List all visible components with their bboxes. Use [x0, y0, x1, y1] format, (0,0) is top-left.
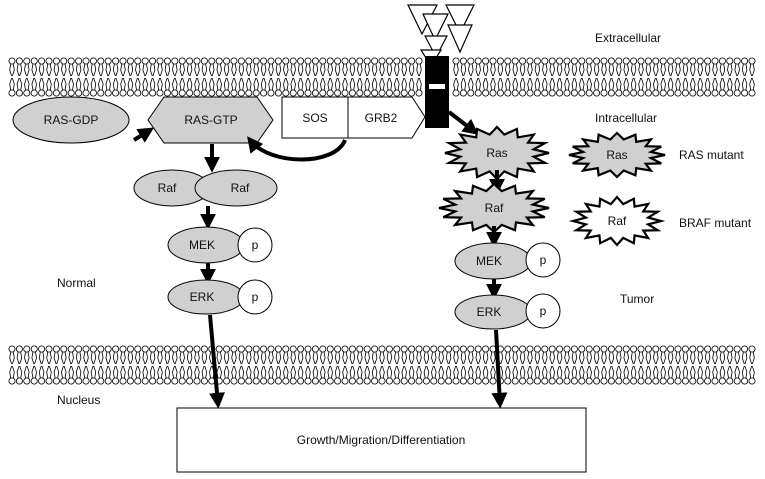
- nucleus-label: Nucleus: [57, 393, 100, 407]
- sos-label: SOS: [302, 111, 327, 125]
- tumor-ras-node: [444, 125, 550, 181]
- braf-mutant-caption: BRAF mutant: [679, 216, 752, 230]
- tumor-mek-phospho-circle: [525, 242, 561, 278]
- tumor-erk-phospho-label: p: [540, 304, 547, 318]
- outcome-label: Growth/Migration/Differentiation: [297, 433, 466, 447]
- extracellular-label: Extracellular: [595, 31, 661, 45]
- raf-right-label: Raf: [231, 181, 250, 195]
- grb2-label: GRB2: [365, 111, 398, 125]
- tumor-erk-label: ERK: [477, 305, 502, 319]
- tumor-raf-label: Raf: [485, 201, 504, 215]
- intracellular-label: Intracellular: [595, 111, 657, 125]
- tumor-ras-label: Ras: [486, 146, 507, 160]
- mek-label: MEK: [189, 238, 215, 252]
- outcome-box: [176, 407, 587, 473]
- mek-phospho-circle: [237, 227, 273, 263]
- mek-phospho-label: p: [252, 238, 259, 252]
- ras-mutant-icon: [568, 131, 666, 179]
- erk-label: ERK: [190, 290, 215, 304]
- braf-mutant-icon: [568, 195, 666, 247]
- tumor-mek-phospho-label: p: [540, 253, 547, 267]
- raf-left-label: Raf: [158, 181, 177, 195]
- ras-gdp-label: RAS-GDP: [44, 113, 99, 127]
- ras-mutant-caption: RAS mutant: [679, 148, 744, 162]
- sos-box: [281, 96, 349, 139]
- ras-gtp-node: [147, 96, 274, 144]
- normal-erk-to-nucleus-arrow: [208, 314, 225, 409]
- ras-mutant-node-label: Ras: [606, 148, 627, 162]
- ligand-triangles-icon: [407, 4, 475, 68]
- sos-to-ras-arrow: [247, 136, 347, 162]
- tumor-mek-label: MEK: [476, 254, 502, 268]
- plasma-membrane: [8, 57, 756, 97]
- raf-right-node: [194, 169, 278, 207]
- ras-gtp-label: RAS-GTP: [184, 113, 237, 127]
- receptor-to-ras-arrow: [447, 110, 479, 135]
- tumor-raf-node: [438, 182, 550, 234]
- tumor-erk-to-nucleus-arrow: [491, 329, 508, 409]
- normal-label: Normal: [57, 276, 96, 290]
- erk-phospho-label: p: [252, 290, 259, 304]
- erk-phospho-circle: [237, 279, 273, 315]
- gdp-to-gtp-arrow: [132, 127, 155, 143]
- tumor-label: Tumor: [620, 292, 654, 306]
- nuclear-membrane: [8, 345, 756, 385]
- grb2-box: [347, 96, 426, 139]
- braf-mutant-node-label: Raf: [608, 214, 627, 228]
- receptor: [425, 56, 449, 128]
- ras-gdp-node: [12, 96, 130, 144]
- tumor-erk-phospho-circle: [525, 293, 561, 329]
